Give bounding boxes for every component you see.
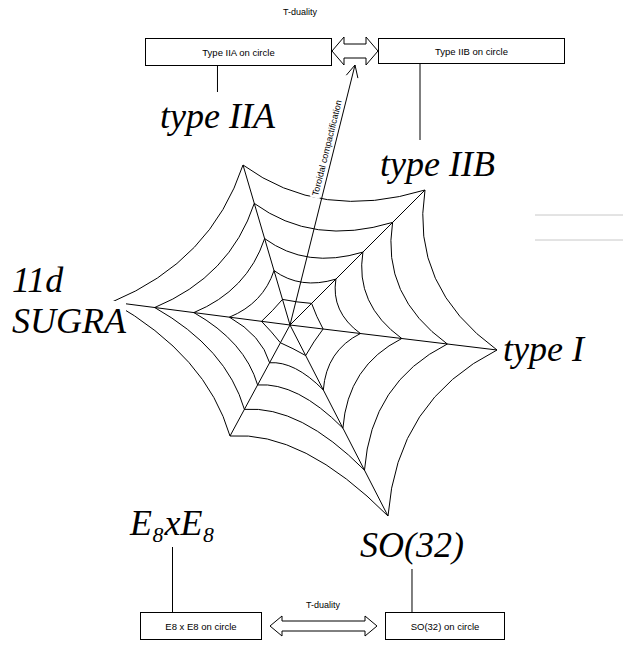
- theory-label: type IIB: [380, 144, 495, 185]
- duality-box: E8 x E8 on circle: [140, 612, 262, 640]
- node-text: Type IIA on circle: [202, 47, 274, 58]
- duality-arrow: [332, 37, 378, 65]
- node-text: SO(32): [360, 525, 464, 565]
- duality-box: SO(32) on circle: [385, 612, 505, 640]
- node-text: type IIA: [160, 96, 275, 136]
- grey-rule: [535, 240, 623, 241]
- theory-label: type I: [503, 329, 584, 370]
- duality-arrow: [270, 616, 377, 636]
- theory-label: E₈xE₈: [130, 503, 215, 544]
- leader-line: [420, 64, 421, 140]
- node-text: type IIB: [380, 144, 495, 184]
- web-strands: [112, 165, 497, 516]
- duality-box: Type IIA on circle: [145, 38, 332, 66]
- edge-label: T-duality: [281, 7, 319, 17]
- compactification-arrow: [290, 65, 355, 325]
- leader-line: [217, 66, 218, 92]
- theory-label: SO(32): [360, 525, 464, 566]
- theory-label: type IIA: [160, 96, 275, 137]
- node-text: E₈xE₈: [130, 503, 215, 543]
- theory-label: 11d SUGRA: [12, 260, 152, 343]
- node-text: SO(32) on circle: [411, 621, 480, 632]
- node-text: 11d SUGRA: [12, 260, 126, 341]
- grey-rule: [535, 215, 623, 216]
- arrow-head: [346, 65, 358, 78]
- edge-label: T-duality: [304, 600, 342, 610]
- leader-line: [411, 569, 412, 612]
- duality-box: Type IIB on circle: [378, 38, 565, 64]
- node-text: E8 x E8 on circle: [165, 621, 236, 632]
- node-text: Type IIB on circle: [435, 46, 508, 57]
- node-text: type I: [503, 329, 584, 369]
- axis-label: Toroidal compactification: [310, 97, 345, 199]
- leader-line: [172, 547, 173, 612]
